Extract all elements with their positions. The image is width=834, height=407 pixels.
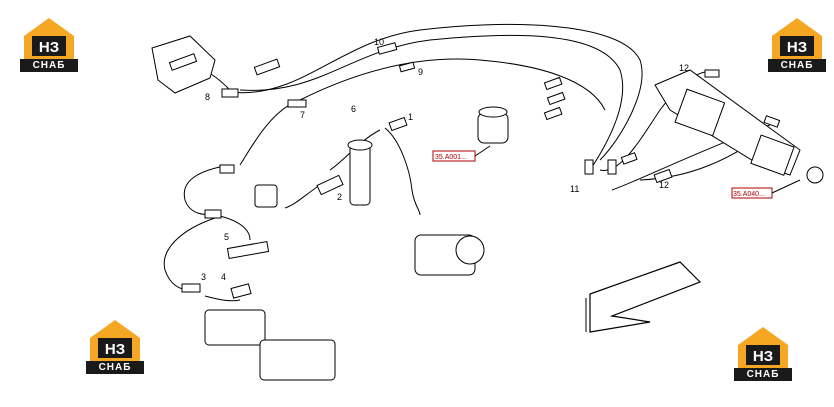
callout-9: 9: [418, 67, 423, 77]
svg-text:НЗ: НЗ: [753, 348, 773, 365]
logo-top-right: НЗ СНАБ: [768, 16, 826, 72]
logo-mark-icon: НЗ: [90, 320, 140, 361]
reference-label-2: 35.A040...: [733, 191, 765, 198]
logo-mark-icon: НЗ: [24, 18, 74, 59]
reference-box-2[interactable]: 35.A040...: [731, 179, 801, 199]
logo-caption: СНАБ: [734, 368, 792, 381]
logo-mark-icon: НЗ: [738, 327, 788, 368]
logo-bottom-right: НЗ СНАБ: [734, 325, 792, 381]
logo-caption: СНАБ: [20, 59, 78, 72]
callout-5: 5: [224, 232, 229, 242]
svg-text:НЗ: НЗ: [787, 39, 807, 56]
callout-1: 1: [408, 112, 413, 122]
callout-10: 10: [374, 37, 384, 47]
callout-6: 6: [351, 104, 356, 114]
reference-box-1[interactable]: 35.A001...: [432, 145, 491, 162]
reference-label-1: 35.A001...: [435, 154, 467, 161]
logo-caption: СНАБ: [86, 361, 144, 374]
callouts: 1 2 3 4 5 6 7 8 9 10 11 12 12: [201, 37, 689, 282]
callout-11: 11: [570, 184, 579, 194]
callout-8: 8: [205, 92, 210, 102]
callout-7: 7: [300, 110, 305, 120]
logo-caption: СНАБ: [768, 59, 826, 72]
callout-12-bottom: 12: [659, 180, 669, 190]
logo-top-left: НЗ СНАБ: [20, 16, 78, 72]
callout-3: 3: [201, 272, 206, 282]
callout-4: 4: [221, 272, 226, 282]
callout-12-top: 12: [679, 63, 689, 73]
svg-text:НЗ: НЗ: [105, 341, 125, 358]
callout-2: 2: [337, 192, 342, 202]
svg-text:НЗ: НЗ: [39, 39, 59, 56]
components: [151, 35, 824, 381]
logo-bottom-left: НЗ СНАБ: [86, 318, 144, 374]
logo-mark-icon: НЗ: [772, 18, 822, 59]
